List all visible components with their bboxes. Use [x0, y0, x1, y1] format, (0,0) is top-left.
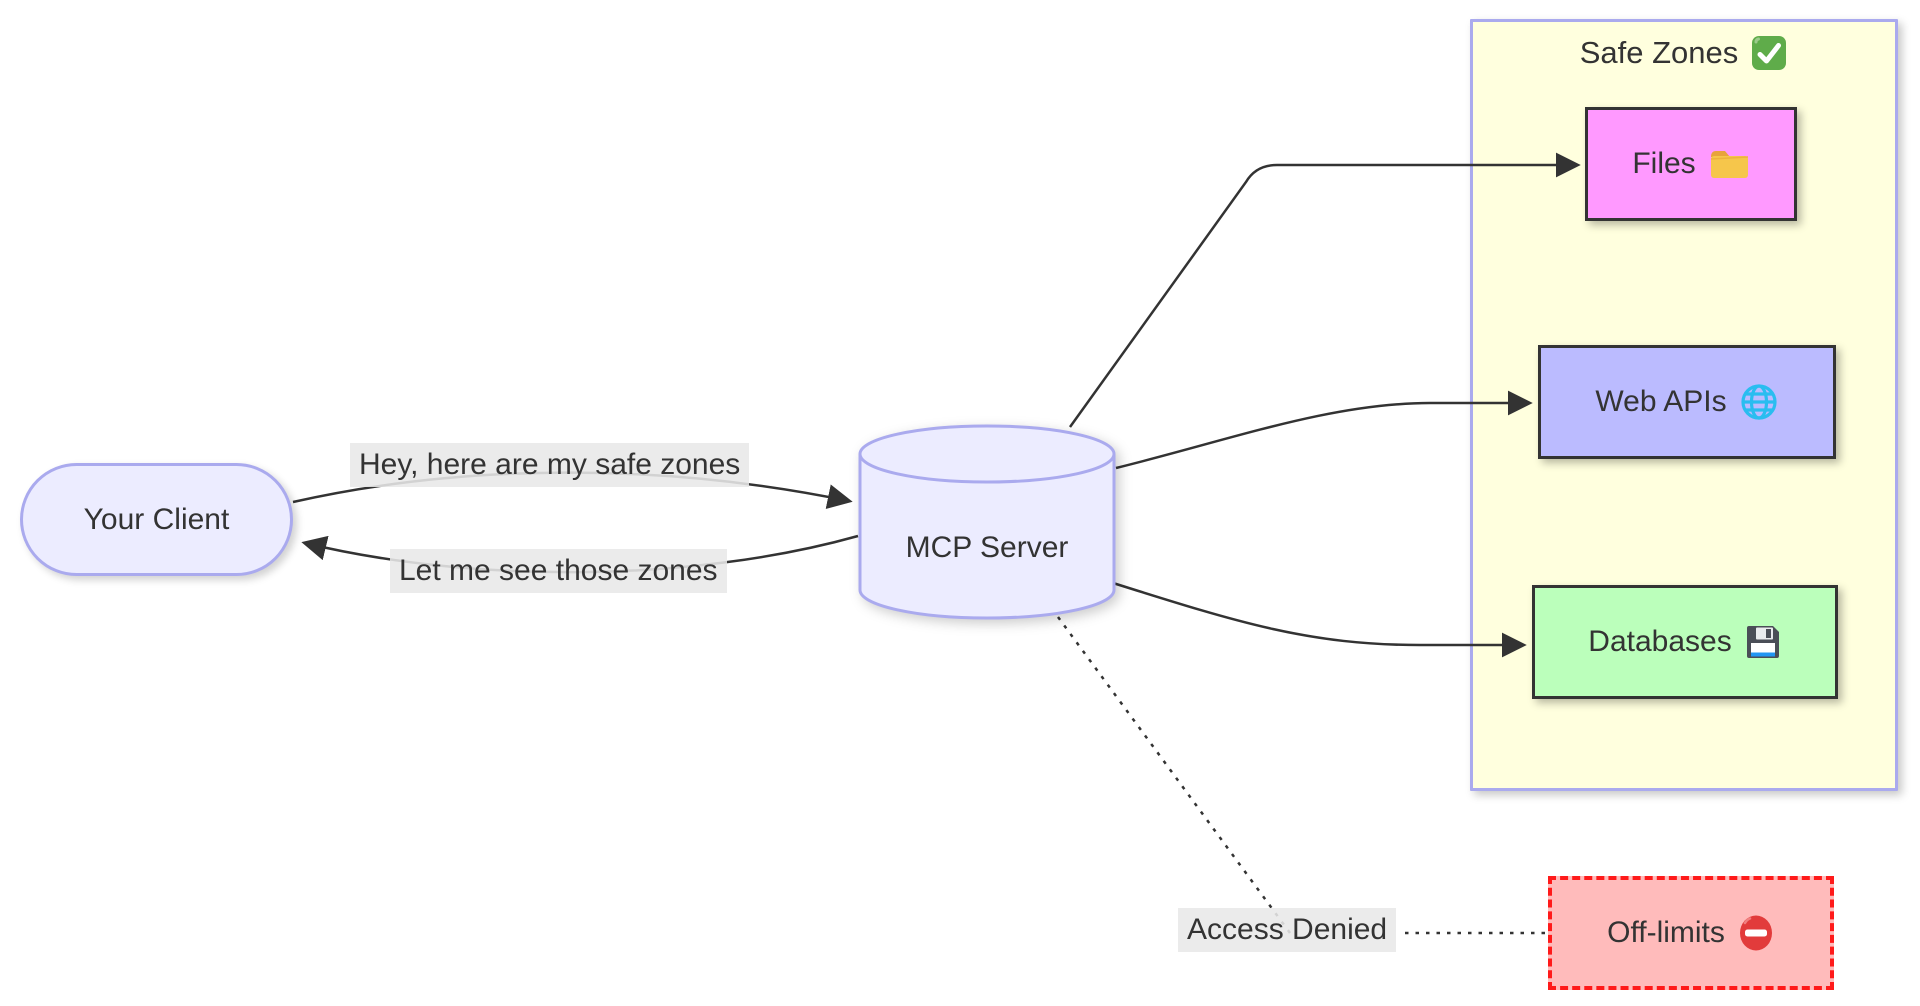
edge-server-to-files [1068, 152, 1581, 428]
edge-label-request: Hey, here are my safe zones [350, 443, 750, 487]
folder-icon [1710, 151, 1748, 178]
node-databases: Databases [1532, 585, 1838, 699]
node-mcp-server-label: MCP Server [905, 531, 1069, 564]
node-files: Files [1585, 107, 1797, 221]
globe-icon [1740, 384, 1777, 420]
node-web-apis-label: Web APIs [1595, 385, 1727, 418]
edge-label-response: Let me see those zones [390, 549, 727, 593]
node-off-limits: Off-limits [1548, 876, 1834, 990]
node-off-limits-label: Off-limits [1607, 916, 1725, 949]
cluster-title-text: Safe Zones [1579, 35, 1739, 70]
node-your-client-label: Your Client [83, 502, 230, 536]
cluster-title: Safe Zones [1473, 34, 1895, 72]
edge-server-to-offlimits [1056, 616, 1548, 935]
edge-server-to-webapis [1115, 390, 1533, 470]
node-files-label: Files [1632, 147, 1696, 180]
node-your-client: Your Client [20, 463, 293, 576]
node-web-apis: Web APIs [1538, 345, 1836, 459]
edge-label-access-denied: Access Denied [1178, 908, 1397, 952]
edge-label-request-text: Hey, here are my safe zones [359, 448, 741, 481]
edge-label-response-text: Let me see those zones [399, 554, 718, 587]
edge-server-to-databases [1112, 581, 1527, 658]
no-entry-icon [1739, 915, 1772, 951]
edge-label-access-denied-text: Access Denied [1187, 913, 1388, 946]
cylinder-shape [858, 424, 1116, 620]
node-mcp-server: MCP Server [858, 424, 1116, 622]
floppy-icon [1746, 626, 1779, 658]
checkmark-icon [1752, 36, 1787, 70]
node-databases-label: Databases [1588, 625, 1732, 658]
